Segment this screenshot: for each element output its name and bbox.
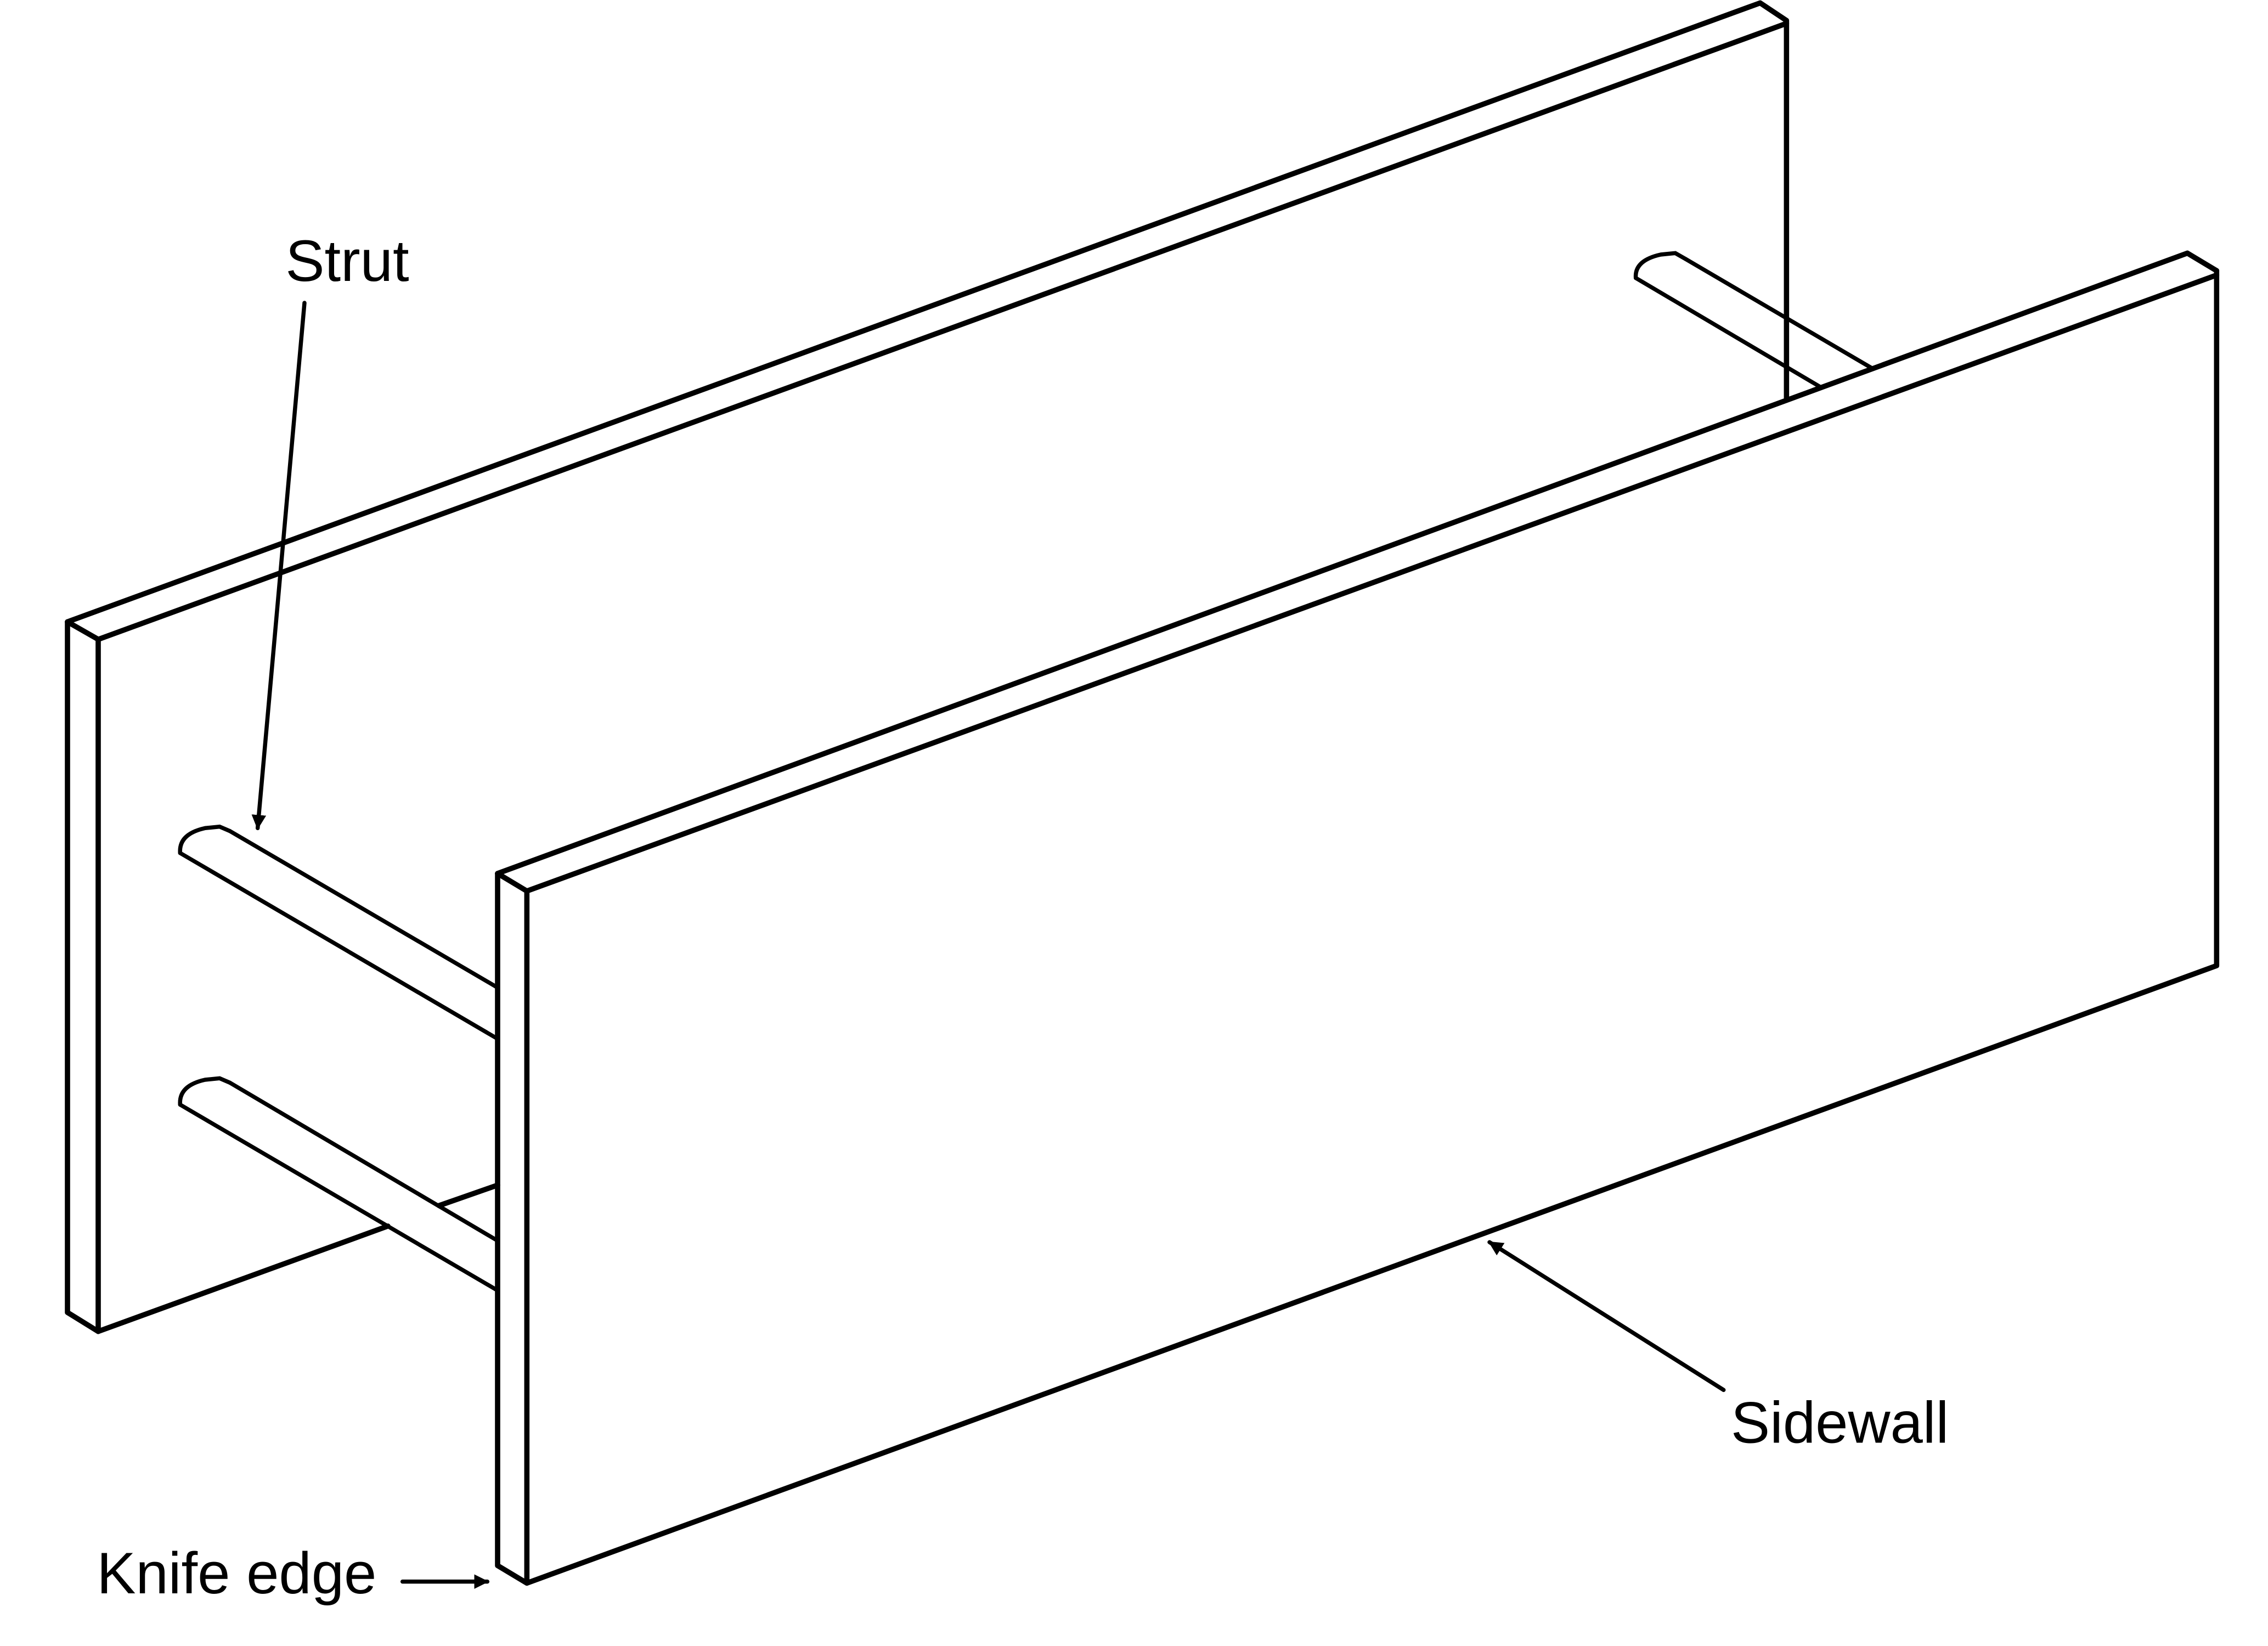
front-sidewall [495,250,2220,1586]
sidewall-arrow [1487,1240,1726,1393]
sidewall-label: Sidewall [1731,1389,1949,1455]
knife-edge-label: Knife edge [97,1540,376,1606]
strut-label: Strut [285,228,409,294]
strut-lower-left [178,1076,500,1293]
strut-arrow [251,301,307,831]
back-sidewall [65,0,1790,1334]
strut-right [1633,251,1875,390]
strut-upper-left [178,824,500,1041]
